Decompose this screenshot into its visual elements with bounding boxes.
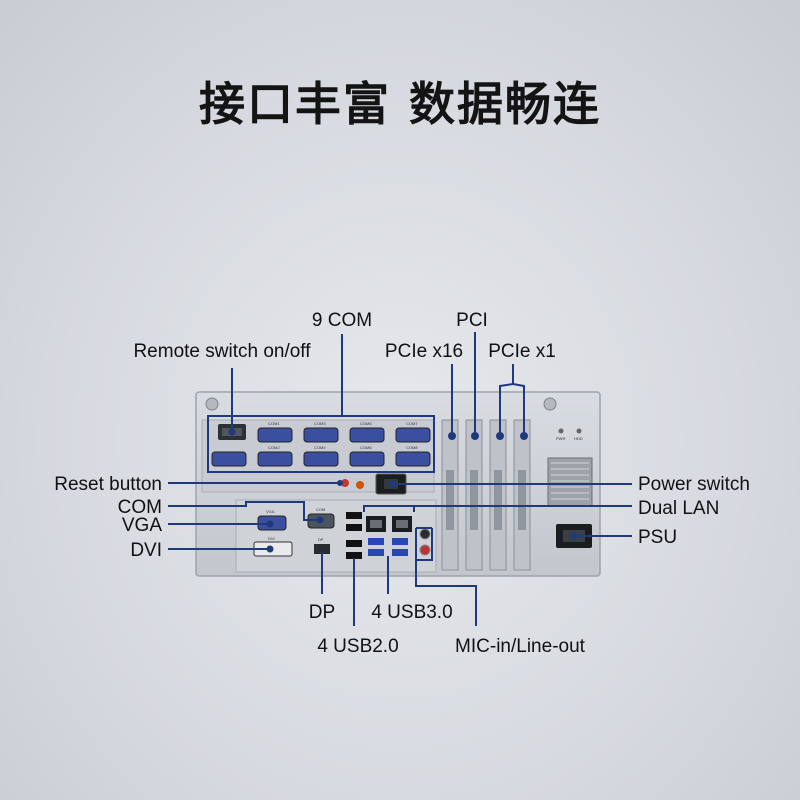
mic-line-callout-bracket (416, 528, 433, 561)
pcie-x1-callout-dot (520, 432, 528, 440)
dvi-callout-dot (266, 545, 274, 553)
label-4-usb20: 4 USB2.0 (317, 636, 398, 657)
power-switch-callout-dot (388, 480, 396, 488)
label-vga: VGA (122, 515, 162, 536)
silk-com: COM6 (360, 445, 372, 450)
usb30-ports (368, 538, 408, 556)
headline: 接口丰富 数据畅连 (198, 77, 601, 131)
pcie-x1-callout-dot (496, 432, 504, 440)
pwr-led (558, 428, 564, 434)
silk-hdd: HDD (574, 436, 583, 441)
com-callout-dot (316, 516, 324, 524)
dp-port (314, 544, 330, 554)
label-4-usb30: 4 USB3.0 (371, 602, 452, 623)
mic-line-callout-line (415, 528, 477, 626)
io-lower-area (235, 499, 437, 573)
label-dp: DP (309, 602, 335, 623)
com-ports-row-bottom (211, 451, 431, 467)
label-remote-switch: Remote switch on/off (133, 341, 311, 362)
silk-com: COM4 (314, 445, 326, 450)
label-mic-line: MIC-in/Line-out (455, 636, 586, 657)
label-dvi: DVI (130, 540, 162, 561)
silk-com: COM5 (360, 421, 372, 426)
com-ports-row-top (257, 427, 431, 443)
pci-callout-dot (471, 432, 479, 440)
com-group-box (207, 415, 435, 473)
vga-callout-dot (266, 520, 274, 528)
silk-vga: VGA (266, 509, 275, 514)
silk-com: COM7 (406, 421, 418, 426)
thumb-screw (205, 397, 219, 411)
label-reset-button: Reset button (54, 474, 162, 495)
silk-com: COM1 (268, 421, 280, 426)
reset-button-led-red (341, 479, 349, 487)
label-dual-lan: Dual LAN (638, 498, 719, 519)
pcie-x16-callout-dot (448, 432, 456, 440)
hdd-led (576, 428, 582, 434)
lan-ports (366, 516, 412, 532)
label-pcie-x1: PCIe x1 (488, 341, 556, 362)
silk-com-bottom: COM (316, 507, 325, 512)
silk-dp: DP (318, 537, 324, 542)
label-power-switch: Power switch (638, 474, 750, 495)
silk-com: COM2 (268, 445, 280, 450)
label-com: COM (118, 497, 162, 518)
reset-callout-dot (337, 480, 343, 486)
psu-callout-dot (570, 532, 578, 540)
label-9-com: 9 COM (312, 310, 372, 331)
usb20-ports (346, 512, 362, 559)
silk-pwr: PWR (556, 436, 565, 441)
silk-dvi: DVI (268, 536, 275, 541)
label-psu: PSU (638, 527, 677, 548)
label-pcie-x16: PCIe x16 (385, 341, 463, 362)
pcie-x1-callout-line (499, 364, 514, 436)
line-out-jack (419, 544, 431, 556)
psu-vent-grille (547, 457, 593, 507)
silk-com: COM8 (406, 445, 418, 450)
remote-switch-callout-dot (228, 428, 236, 436)
thumb-screw (543, 397, 557, 411)
pcie-x1-callout-branch (512, 383, 525, 436)
vent-lines (551, 462, 589, 500)
reset-button-led-orange (356, 481, 364, 489)
slot-vents (446, 470, 526, 530)
silk-com: COM3 (314, 421, 326, 426)
com-callout-line (168, 501, 320, 521)
mic-in-jack (419, 528, 431, 540)
label-pci: PCI (456, 310, 488, 331)
dual-lan-callout-line (363, 505, 415, 512)
